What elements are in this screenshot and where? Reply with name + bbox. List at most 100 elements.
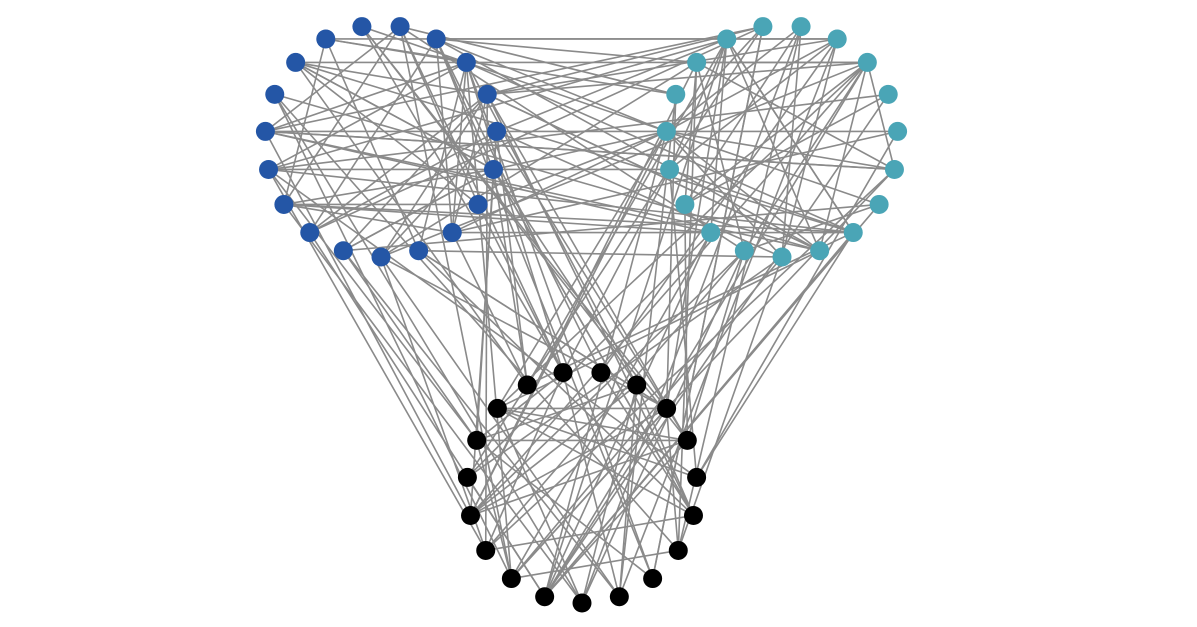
node-blue: [255, 121, 275, 141]
edge: [486, 94, 689, 441]
edge: [342, 93, 488, 252]
node-black: [517, 375, 537, 395]
node-black: [643, 569, 663, 589]
edge: [665, 94, 677, 409]
node-teal: [687, 52, 707, 72]
edge: [274, 93, 820, 252]
edge: [677, 26, 802, 551]
edge: [309, 38, 437, 233]
node-teal: [843, 223, 863, 243]
edge: [477, 204, 564, 373]
node-teal: [888, 121, 908, 141]
node-blue: [477, 84, 497, 104]
node-teal: [884, 159, 904, 179]
edge: [309, 232, 546, 598]
node-blue: [352, 17, 372, 37]
edge: [361, 25, 880, 206]
edge: [636, 384, 695, 516]
edge: [510, 256, 783, 580]
node-teal: [810, 241, 830, 261]
node-black: [476, 540, 496, 560]
edge: [399, 26, 513, 579]
edge: [342, 250, 620, 598]
edge: [325, 38, 676, 96]
edge: [618, 38, 838, 598]
node-teal: [753, 17, 773, 37]
node-blue: [456, 52, 476, 72]
node-blue: [265, 84, 285, 104]
edge: [486, 94, 695, 516]
edge: [283, 203, 453, 234]
edge: [268, 61, 467, 171]
edge: [274, 93, 583, 604]
edge: [283, 203, 854, 234]
edge: [497, 407, 694, 517]
edge: [743, 61, 869, 252]
edge: [526, 26, 764, 386]
node-teal: [656, 121, 676, 141]
node-black: [461, 505, 481, 525]
edge: [684, 204, 689, 441]
edge: [283, 38, 327, 205]
node-teal: [734, 241, 754, 261]
edge: [496, 130, 783, 258]
edge: [666, 130, 895, 171]
edge: [496, 131, 668, 409]
edge: [380, 256, 487, 551]
node-blue: [483, 159, 503, 179]
node-blue: [409, 241, 429, 261]
node-teal: [869, 194, 889, 214]
edge: [435, 38, 667, 133]
edge: [668, 169, 698, 478]
node-blue: [316, 29, 336, 49]
edge: [465, 62, 638, 386]
edge: [465, 62, 513, 579]
edge: [361, 26, 564, 373]
edge: [436, 38, 697, 64]
edge: [543, 232, 712, 598]
edge: [295, 61, 528, 386]
edge: [696, 61, 895, 171]
edge: [600, 38, 838, 374]
edge: [666, 168, 896, 409]
edge: [274, 94, 513, 579]
node-black: [683, 505, 703, 525]
edge: [485, 168, 895, 552]
node-black: [609, 587, 629, 607]
node-black: [553, 363, 573, 383]
edge: [669, 168, 854, 234]
edge: [526, 38, 728, 386]
edge: [493, 130, 667, 171]
node-teal: [772, 247, 792, 267]
edge: [818, 62, 869, 251]
node-teal: [878, 84, 898, 104]
node-blue: [426, 29, 446, 49]
node-black: [677, 430, 697, 450]
edge: [781, 26, 802, 258]
edge: [543, 62, 869, 598]
edge: [380, 61, 868, 258]
node-blue: [487, 121, 507, 141]
edge: [781, 38, 838, 258]
edge: [544, 439, 688, 598]
edge: [686, 250, 746, 441]
edge: [581, 384, 638, 604]
node-black: [457, 467, 477, 487]
edge: [866, 62, 896, 170]
edges-layer: [264, 25, 899, 604]
node-blue: [274, 194, 294, 214]
node-blue: [286, 52, 306, 72]
edge: [418, 250, 695, 517]
edge: [668, 38, 728, 170]
edge: [466, 61, 854, 234]
node-black: [668, 540, 688, 560]
edge: [325, 38, 420, 252]
edge: [487, 61, 868, 96]
edge: [511, 549, 679, 580]
edge: [469, 61, 868, 517]
edge: [451, 130, 667, 234]
node-black: [535, 587, 555, 607]
edge: [581, 250, 746, 604]
node-blue: [442, 223, 462, 243]
